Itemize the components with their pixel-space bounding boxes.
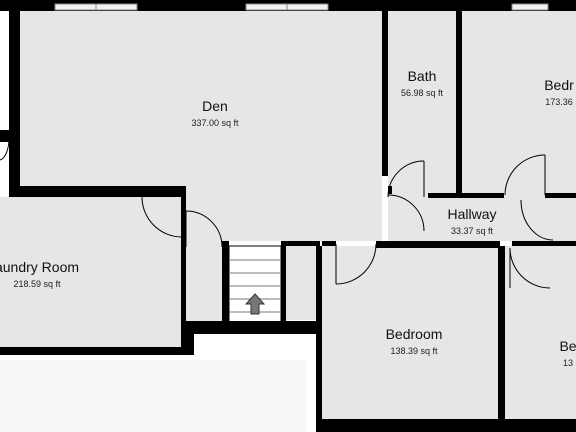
room-area: 173.36 — [545, 97, 573, 107]
room-label-bedroom-bottom-right: Be 13 — [559, 338, 576, 369]
room-label-bedroom-center: Bedroom 138.39 sq ft — [386, 326, 443, 357]
hallway-floor — [388, 193, 576, 241]
closet-floor — [186, 241, 222, 321]
stairs — [228, 245, 282, 323]
bath-floor — [388, 11, 456, 193]
room-area: 218.59 sq ft — [13, 279, 61, 289]
room-label-den: Den 337.00 sq ft — [191, 98, 238, 129]
room-name: Bedroom — [385, 326, 443, 342]
door-swing — [185, 210, 223, 248]
door-swing — [0, 137, 10, 161]
room-area: 337.00 sq ft — [191, 118, 239, 128]
room-label-bedroom-top-right: Bedr 173.36 — [544, 77, 574, 108]
room-label-laundry-room: aundry Room 218.59 sq ft — [0, 259, 79, 290]
doors — [0, 137, 554, 289]
room-name: aundry Room — [0, 259, 80, 275]
room-name: Be — [559, 338, 576, 354]
bedroom-top-right-floor — [462, 11, 576, 193]
room-name: Hallway — [447, 206, 497, 222]
door-swing — [387, 160, 425, 198]
room-area: 56.98 sq ft — [400, 88, 444, 98]
room-area: 138.39 sq ft — [390, 346, 438, 356]
room-area: 33.37 sq ft — [450, 226, 494, 236]
door-swing — [509, 247, 551, 289]
room-label-hallway: Hallway 33.37 sq ft — [447, 206, 496, 237]
room-label-bath: Bath 56.98 sq ft — [401, 68, 443, 99]
door-swing — [504, 154, 546, 196]
room-name: Bath — [407, 68, 437, 84]
room-fills — [0, 11, 576, 420]
room-area: 13 — [562, 358, 573, 368]
windows — [54, 3, 549, 11]
room-name: Den — [202, 98, 228, 114]
den-floor — [20, 11, 382, 191]
exterior-area — [0, 360, 306, 432]
den-lower-floor — [186, 191, 382, 241]
stair-landing-floor — [286, 246, 318, 320]
arrow-up-icon — [244, 293, 266, 315]
door-swing — [387, 194, 425, 232]
door-swing — [520, 199, 554, 241]
door-swing — [335, 243, 377, 285]
room-name: Bedr — [544, 77, 574, 93]
door-swing — [141, 196, 183, 238]
bedroom-bottom-right-floor — [505, 246, 576, 420]
bedroom-center-floor — [322, 246, 498, 420]
window — [511, 3, 549, 11]
